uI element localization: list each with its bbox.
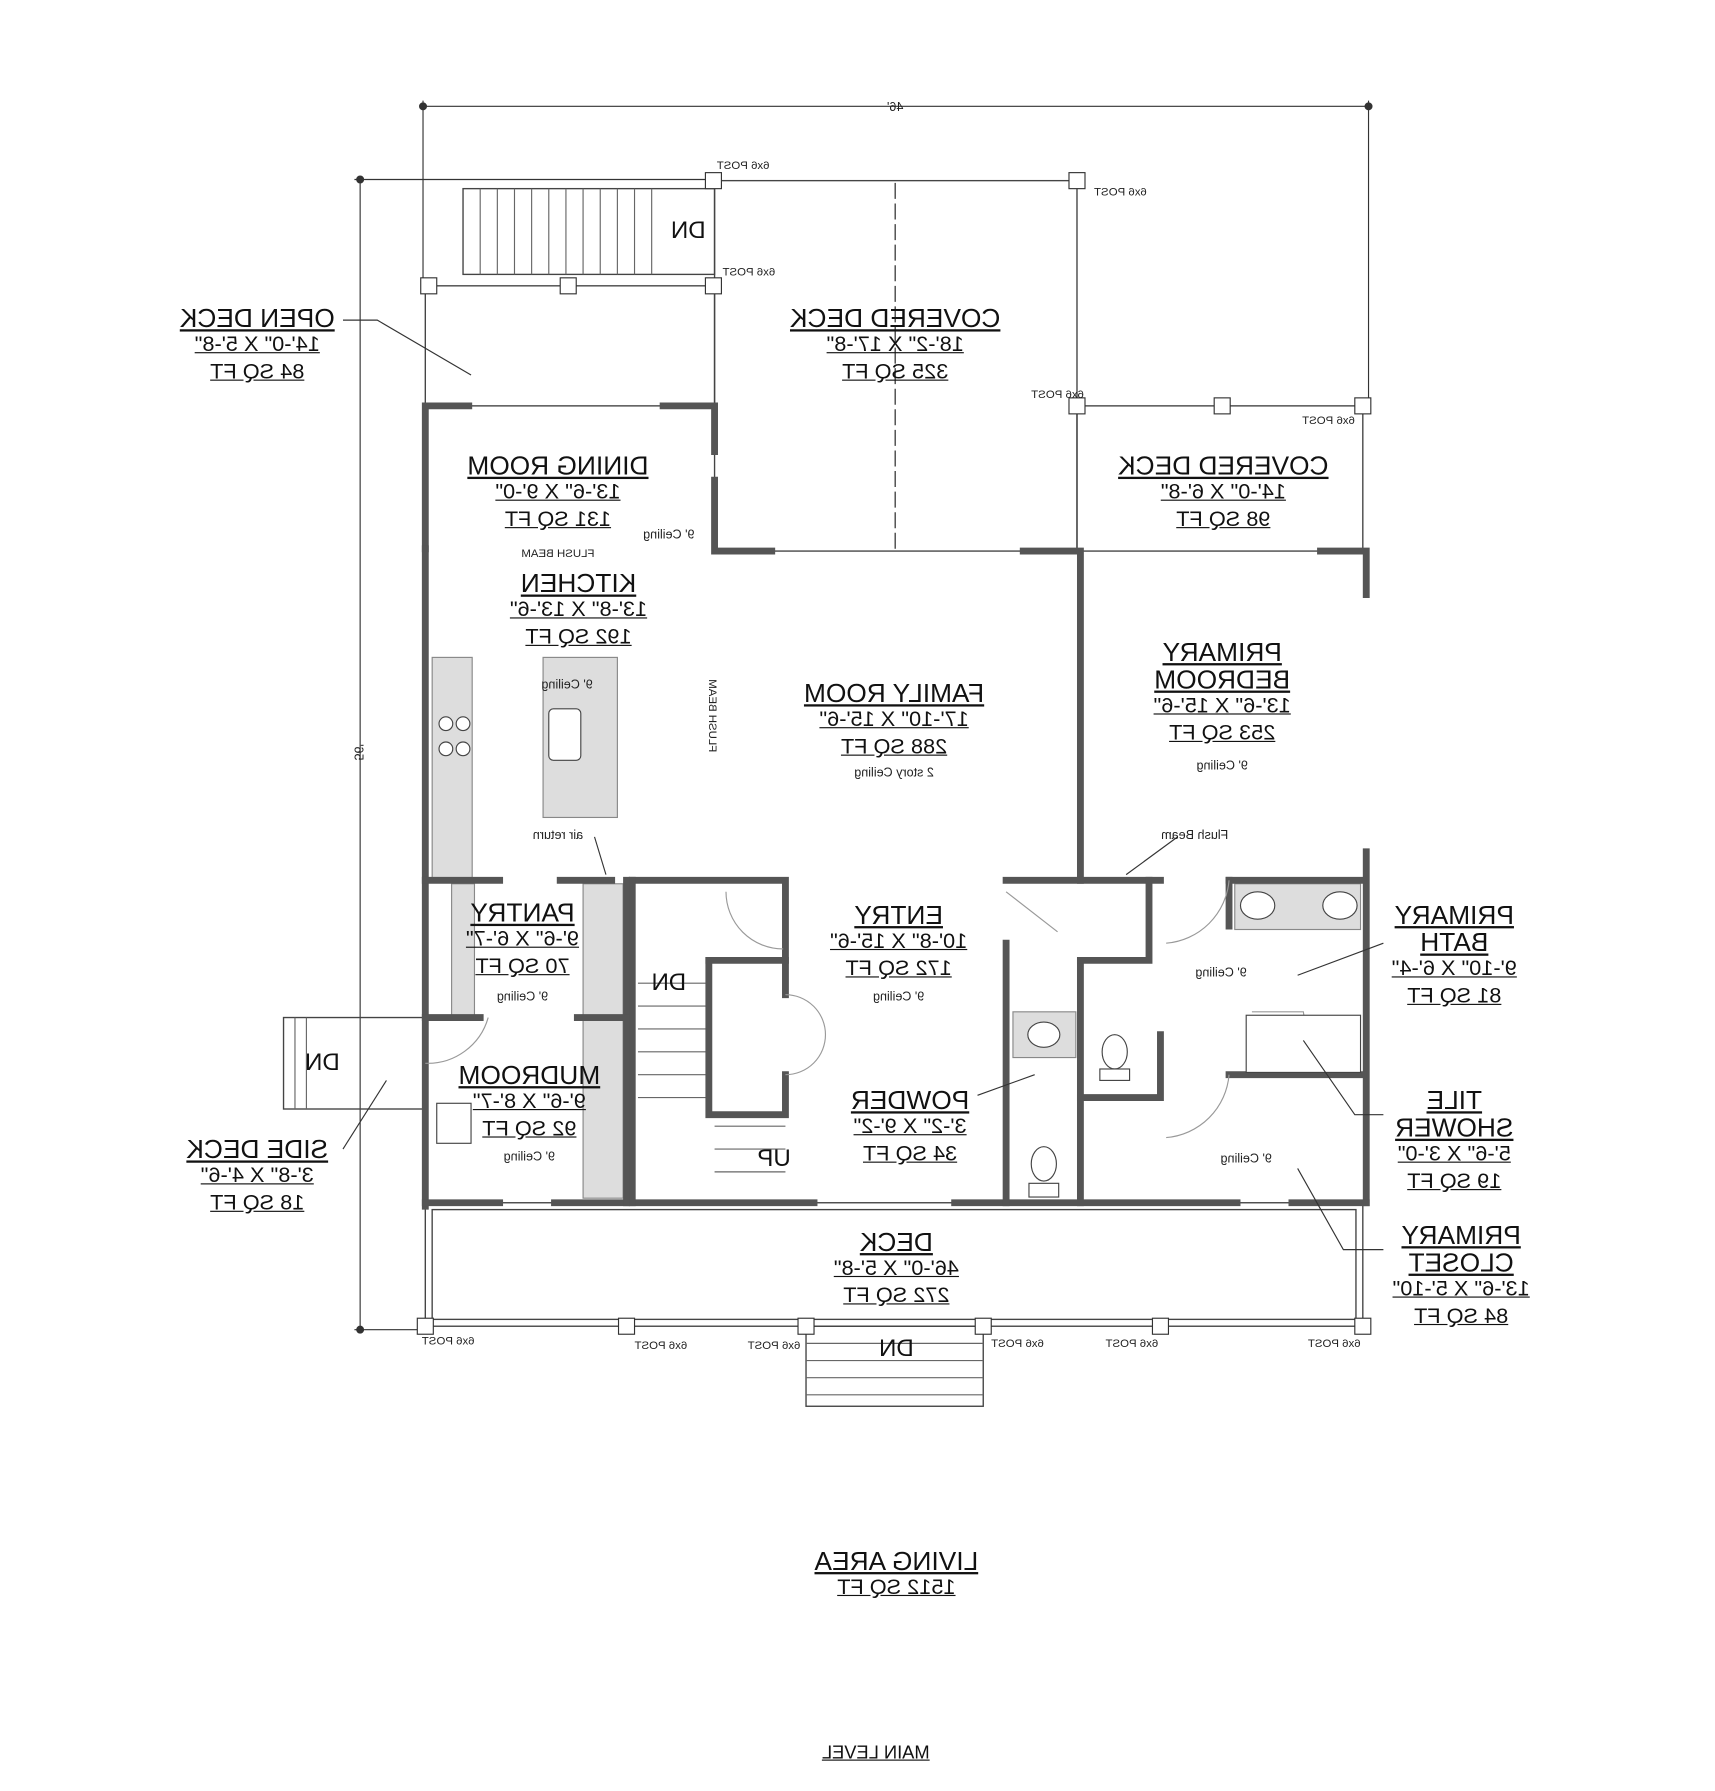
leader-arrows	[342, 319, 1384, 1251]
depth-dimension: 56'	[350, 744, 365, 761]
ceiling-note: 9' Ceiling	[1196, 759, 1248, 773]
post-note: 6x6 POST	[1307, 1337, 1361, 1351]
door-swings	[425, 880, 1310, 1139]
fixtures	[436, 708, 1362, 1198]
ceiling-note: 9' Ceiling	[541, 677, 593, 692]
post-note: 6x6 POST	[991, 1337, 1044, 1351]
two-story-ceiling-note: 2 story Ceiling	[854, 766, 934, 780]
post-note: 6x6 POST	[722, 266, 776, 279]
width-dimension: 46'	[887, 100, 904, 115]
stair-down-label: DN	[879, 1335, 914, 1362]
stair-treads	[294, 188, 984, 1396]
stair-down-label: DN	[670, 217, 706, 244]
ceiling-note: 9' Ceiling	[503, 1150, 556, 1164]
ceiling-note: 9' Ceiling	[643, 528, 695, 542]
post-note: 6x6 POST	[1105, 1337, 1159, 1351]
post-note: 6x6 POST	[1031, 388, 1084, 402]
post-note: 6x6 POST	[634, 1339, 688, 1353]
walls	[421, 402, 1370, 1210]
post-note: 6x6 POST	[747, 1339, 801, 1353]
ceiling-note: 9' Ceiling	[872, 990, 925, 1004]
stair-up-label: UP	[757, 1145, 791, 1172]
dimension-lines	[354, 100, 1373, 1334]
post-note: 6x6 POST	[421, 1335, 475, 1348]
ceiling-note: 9' Ceiling	[1220, 1152, 1272, 1167]
sheet-title: MAIN LEVEL	[821, 1743, 930, 1763]
post-markers	[416, 172, 1372, 1335]
air-return-note: air return	[532, 828, 584, 843]
ceiling-note: 9' Ceiling	[1195, 966, 1247, 980]
flush-beam-note: Flush Beam	[1161, 828, 1229, 843]
stair-down-label: DN	[305, 1049, 340, 1076]
ceiling-note: 9' Ceiling	[496, 990, 549, 1004]
flush-beam-note: FLUSH BEAM	[517, 547, 598, 562]
post-note: 6x6 POST	[1094, 186, 1147, 199]
flush-beam-note: FLUSH BEAM	[705, 679, 718, 753]
stair-down-label: DN	[651, 969, 687, 996]
post-note: 6x6 POST	[716, 160, 770, 173]
post-note: 6x6 POST	[1302, 415, 1355, 428]
